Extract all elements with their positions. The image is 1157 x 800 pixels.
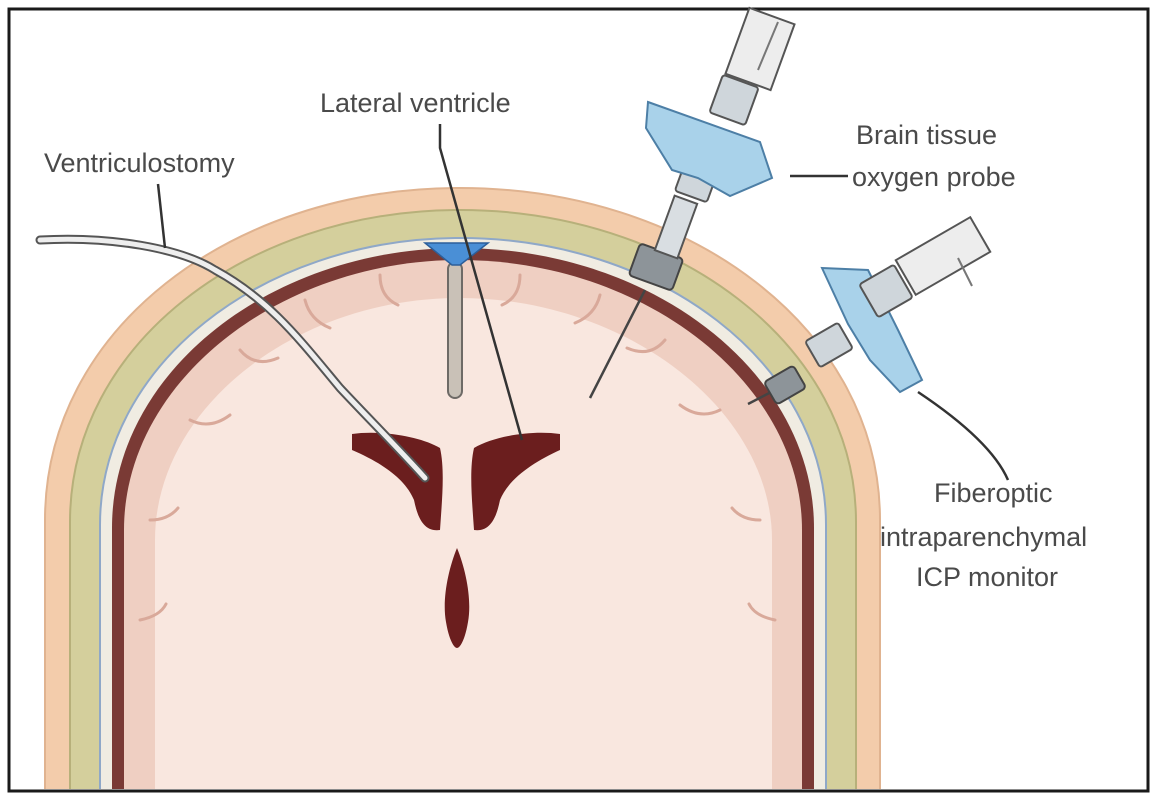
lateral-ventricle-left xyxy=(352,432,443,531)
head-cross-section xyxy=(44,186,881,789)
ventriculostomy-catheter xyxy=(35,234,430,483)
leader-lines xyxy=(156,124,1010,481)
label-icp-monitor: ICP monitor xyxy=(916,562,1058,592)
leader-ventriculostomy xyxy=(156,183,167,249)
brain-white-matter xyxy=(155,297,772,789)
fiberoptic-icp-monitor xyxy=(747,215,992,406)
label-fiberoptic: Fiberoptic xyxy=(934,478,1053,508)
label-intraparenchymal: intraparenchymal xyxy=(880,522,1087,552)
figure-frame xyxy=(7,7,1150,793)
lateral-ventricle-right xyxy=(471,432,560,531)
label-brain-tissue: Brain tissue xyxy=(856,120,997,150)
leader-icp-monitor xyxy=(917,390,1010,481)
falx-midline xyxy=(447,261,463,399)
label-lateral-ventricle: Lateral ventricle xyxy=(320,88,511,118)
label-ventriculostomy: Ventriculostomy xyxy=(44,148,235,178)
brain-tissue-oxygen-probe xyxy=(588,6,796,399)
sulci xyxy=(138,273,777,622)
leader-lateral-ventricle xyxy=(438,124,524,441)
label-oxygen-probe: oxygen probe xyxy=(852,162,1016,192)
third-ventricle xyxy=(444,548,470,648)
